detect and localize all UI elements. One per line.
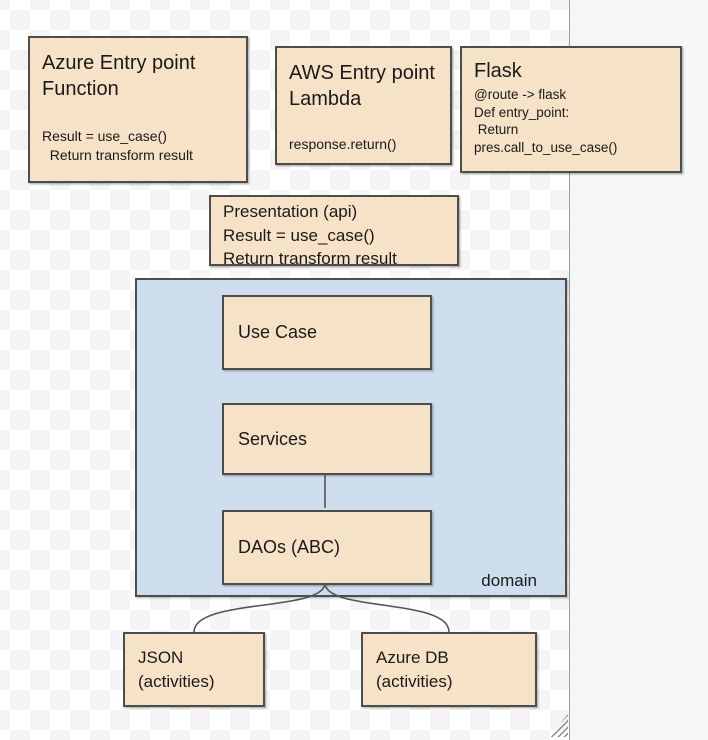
node-body: @route -> flask Def entry_point: Return …	[474, 87, 618, 155]
node-aws-entry-point[interactable]: AWS Entry point Lambda response.return()	[275, 46, 452, 165]
node-label: Azure DB (activities)	[376, 647, 453, 691]
node-label: JSON (activities)	[138, 647, 215, 691]
node-use-case[interactable]: Use Case	[222, 295, 432, 370]
node-title: Azure Entry point Function	[42, 52, 196, 100]
node-body: Presentation (api) Result = use_case() R…	[223, 202, 397, 268]
node-title: AWS Entry point Lambda	[289, 62, 435, 110]
node-daos-abc[interactable]: DAOs (ABC)	[222, 510, 432, 585]
node-body: response.return()	[289, 136, 397, 152]
group-domain[interactable]: Use Case Services DAOs (ABC) domain	[135, 278, 567, 597]
node-label: DAOs (ABC)	[238, 537, 341, 557]
node-label: Use Case	[238, 322, 318, 342]
node-presentation-api[interactable]: Presentation (api) Result = use_case() R…	[209, 195, 459, 268]
node-flask[interactable]: Flask @route -> flask Def entry_point: R…	[460, 46, 682, 173]
node-services[interactable]: Services	[222, 403, 432, 475]
node-azure-entry-point[interactable]: Azure Entry point Function Result = use_…	[28, 36, 248, 183]
node-title: Flask	[474, 60, 522, 82]
node-label: Services	[238, 428, 308, 449]
node-body: Result = use_case() Return transform res…	[42, 128, 193, 163]
node-azure-db-activities[interactable]: Azure DB (activities)	[361, 632, 537, 707]
group-domain-label: domain	[481, 571, 537, 590]
node-json-activities[interactable]: JSON (activities)	[123, 632, 265, 707]
